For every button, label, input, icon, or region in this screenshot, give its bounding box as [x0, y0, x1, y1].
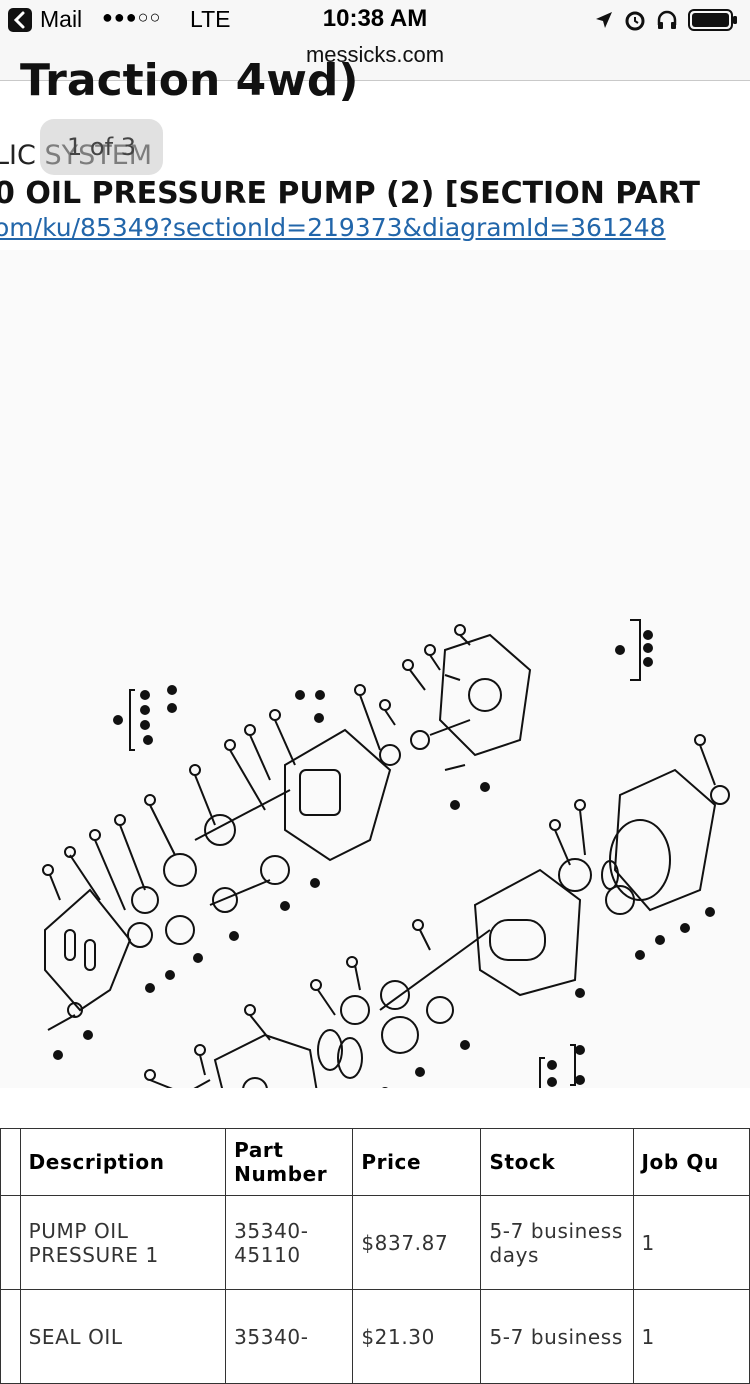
status-bar: Mail ●●●○○ LTE 10:38 AM: [0, 0, 750, 40]
alarm-clock-icon: [625, 11, 645, 31]
parts-table: Description Part Number Price Stock Job …: [0, 1128, 750, 1384]
back-app-label[interactable]: Mail: [40, 6, 83, 32]
part-number: 35340-: [225, 1289, 354, 1384]
column-header-description: Description: [19, 1128, 227, 1196]
exploded-parts-diagram-icon: [42, 619, 730, 1145]
section-link[interactable]: om/ku/85349?sectionId=219373&diagramId=3…: [0, 213, 666, 242]
parts-diagram: [0, 250, 750, 1145]
url-domain[interactable]: messicks.com: [305, 42, 445, 67]
table-header-cell-blank: [0, 1128, 21, 1196]
battery-icon: [688, 9, 737, 31]
network-type: LTE: [190, 6, 231, 32]
table-row[interactable]: PUMP OIL PRESSURE 1 35340-45110 $837.87 …: [0, 1195, 750, 1290]
part-price: $837.87: [352, 1195, 482, 1290]
column-header-part-number: Part Number: [225, 1128, 354, 1196]
headphones-icon: [657, 10, 677, 29]
part-stock: 5-7 business: [480, 1289, 634, 1384]
part-qty[interactable]: 1: [632, 1195, 750, 1290]
part-stock: 5-7 business days: [480, 1195, 634, 1290]
part-qty[interactable]: 1: [632, 1289, 750, 1384]
part-number: 35340-45110: [225, 1195, 354, 1290]
column-header-job-qty: Job Qu: [632, 1128, 750, 1196]
signal-strength-icon: ●●●○○: [102, 7, 162, 27]
location-arrow-icon: [596, 12, 612, 28]
table-header-row: Description Part Number Price Stock Job …: [0, 1128, 750, 1196]
table-row[interactable]: SEAL OIL 35340- $21.30 5-7 business 1: [0, 1289, 750, 1384]
column-header-stock: Stock: [480, 1128, 634, 1196]
back-to-app-icon[interactable]: [8, 8, 32, 32]
status-icons: [594, 8, 738, 32]
part-description: SEAL OIL: [19, 1289, 227, 1384]
row-checkbox-cell: [0, 1195, 21, 1290]
clock: 10:38 AM: [322, 5, 428, 32]
part-price: $21.30: [352, 1289, 482, 1384]
section-title: 0 OIL PRESSURE PUMP (2) [SECTION PART: [0, 176, 700, 211]
page-counter-badge: 1 of 3: [40, 119, 163, 175]
part-description: PUMP OIL PRESSURE 1: [19, 1195, 227, 1290]
url-bar[interactable]: messicks.com: [0, 40, 750, 81]
row-checkbox-cell: [0, 1289, 21, 1384]
page-title: Traction 4wd): [20, 55, 359, 106]
column-header-price: Price: [352, 1128, 482, 1196]
